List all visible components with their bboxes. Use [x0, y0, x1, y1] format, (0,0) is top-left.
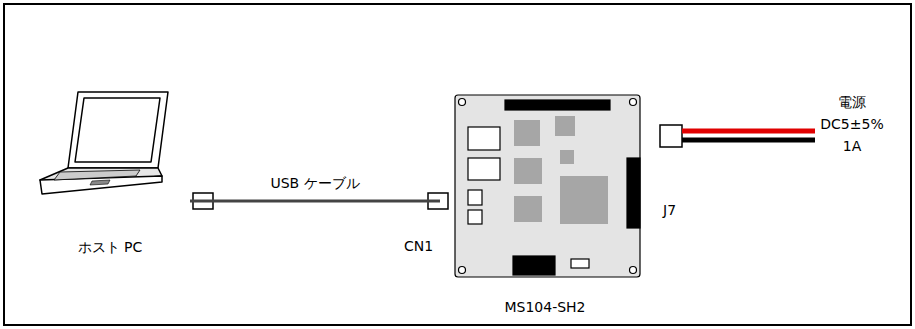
laptop-icon — [40, 92, 168, 194]
part-label: J7 — [663, 202, 676, 219]
part-label: 電源 — [838, 94, 866, 111]
part-label: DC5±5% — [820, 116, 883, 133]
board-illustration — [455, 95, 640, 277]
usb-cable — [190, 200, 440, 203]
power-wire — [682, 138, 815, 143]
frame — [4, 4, 911, 325]
device-label: ホスト PC — [30, 239, 190, 257]
part-label: CN1 — [404, 238, 433, 255]
device-node: MS104-SH2 — [440, 90, 650, 315]
device-node: ホスト PC — [30, 85, 190, 257]
power-wire — [682, 129, 815, 134]
part-label: 1A — [843, 138, 861, 155]
j7-connector — [660, 125, 682, 147]
cable-label: USB ケーブル — [268, 175, 361, 192]
device-label: MS104-SH2 — [440, 299, 650, 315]
